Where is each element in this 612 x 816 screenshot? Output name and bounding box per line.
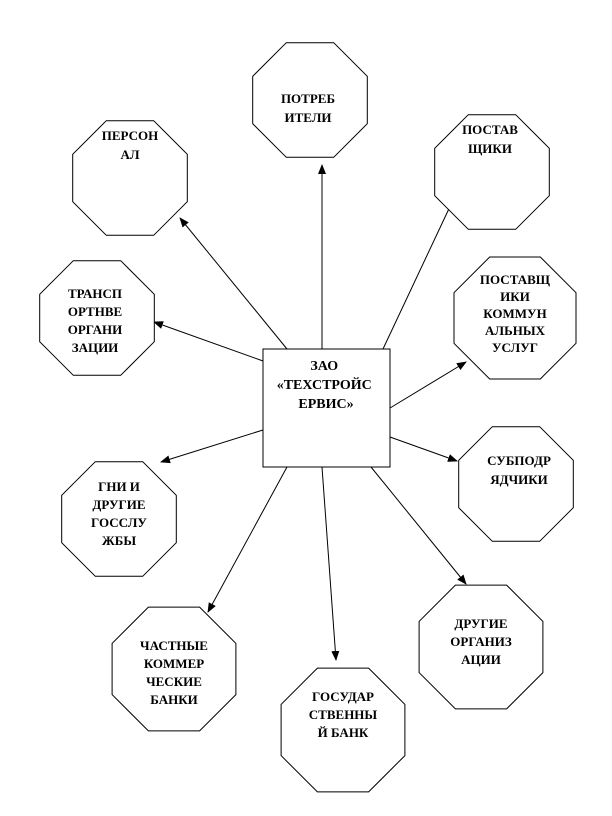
node-personnel: ПЕРСОН АЛ <box>72 120 188 236</box>
node-label: ЧАСТНЫЕ КОММЕР ЧЕСКИЕ БАНКИ <box>140 638 208 707</box>
node-label-line: ОРГАНИЗ <box>450 634 512 649</box>
node-label: ПОТРЕБ ИТЕЛИ <box>281 91 335 125</box>
node-label-line: СТВЕННЫ <box>309 707 378 722</box>
center-label-line: ЕРВИС» <box>298 397 353 412</box>
node-label-line: АЦИИ <box>461 652 501 667</box>
node-label-line: ОРГАНИ <box>68 322 123 337</box>
node-label: ГОСУДАР СТВЕННЫ Й БАНК <box>309 689 378 740</box>
node-gni: ГНИ И ДРУГИЕ ГОССЛУ ЖБЫ <box>61 461 177 577</box>
node-label-line: УСЛУГ <box>492 340 538 355</box>
arrow-to-utilities <box>389 361 467 409</box>
arrow-to-gni <box>160 429 264 464</box>
arrow-to-subcontractors <box>389 436 458 462</box>
node-label: ПЕРСОН АЛ <box>102 128 159 162</box>
node-label-line: ТРАНСП <box>68 286 122 301</box>
node-label: ТРАНСП ОРТНВЕ ОРГАНИ ЗАЦИИ <box>68 286 123 355</box>
octagon-shape <box>453 256 577 380</box>
octagon-shape <box>61 461 177 577</box>
node-suppliers: ПОСТАВ ЩИКИ <box>434 114 550 230</box>
node-label-line: КОММЕР <box>144 656 204 671</box>
node-label-line: ДРУГИЕ <box>454 616 507 631</box>
node-label-line: ГНИ И <box>98 479 140 494</box>
octagon-shape <box>418 584 544 710</box>
octagon-shape <box>434 114 550 230</box>
node-consumers: ПОТРЕБ ИТЕЛИ <box>252 42 368 158</box>
center-node: ЗАО «ТЕХСТРОЙС ЕРВИС» <box>262 348 391 468</box>
node-label: ПОСТАВЩ ИКИ КОММУН АЛЬНЫХ УСЛУГ <box>480 272 551 355</box>
node-label-line: ДРУГИЕ <box>92 497 145 512</box>
node-label: ДРУГИЕ ОРГАНИЗ АЦИИ <box>450 616 512 667</box>
arrow-to-personnel <box>179 217 288 350</box>
octagon-shape <box>72 120 188 236</box>
node-label-line: ЩИКИ <box>468 141 512 156</box>
arrow-to-suppliers <box>382 197 455 350</box>
node-private-banks: ЧАСТНЫЕ КОММЕР ЧЕСКИЕ БАНКИ <box>111 606 237 732</box>
center-box <box>262 348 391 468</box>
octagon-shape <box>39 260 155 376</box>
node-label-line: ЗАЦИИ <box>72 340 119 355</box>
node-label: СУБПОДР ЯДЧИКИ <box>487 453 551 487</box>
center-label-line: ЗАО <box>310 359 338 374</box>
node-utilities: ПОСТАВЩ ИКИ КОММУН АЛЬНЫХ УСЛУГ <box>453 256 577 380</box>
node-other-orgs: ДРУГИЕ ОРГАНИЗ АЦИИ <box>418 584 544 710</box>
node-label-line: Й БАНК <box>318 725 369 740</box>
node-label-line: ПОТРЕБ <box>281 91 335 106</box>
node-transport: ТРАНСП ОРТНВЕ ОРГАНИ ЗАЦИИ <box>39 260 155 376</box>
arrows-layer <box>153 164 467 661</box>
center-label-line: «ТЕХСТРОЙС <box>277 376 372 393</box>
node-label-line: ЧЕСКИЕ <box>146 674 202 689</box>
arrow-to-transport <box>153 321 264 362</box>
node-label-line: ПОСТАВЩ <box>480 272 551 287</box>
node-label-line: ПЕРСОН <box>102 128 159 143</box>
node-label-line: АЛЬНЫХ <box>485 323 546 338</box>
node-label: ГНИ И ДРУГИЕ ГОССЛУ ЖБЫ <box>91 479 147 548</box>
node-label-line: БАНКИ <box>150 692 197 707</box>
arrow-to-other-orgs <box>370 466 467 585</box>
octagon-shape <box>458 426 574 542</box>
node-label-line: СУБПОДР <box>487 453 551 468</box>
node-label-line: КОММУН <box>483 306 546 321</box>
node-label-line: ОРТНВЕ <box>68 304 122 319</box>
octagon-shape <box>280 667 406 793</box>
octagon-shape <box>111 606 237 732</box>
arrow-to-state-bank <box>321 466 340 661</box>
arrow-to-private-banks <box>207 466 288 613</box>
node-subcontractors: СУБПОДР ЯДЧИКИ <box>458 426 574 542</box>
node-state-bank: ГОСУДАР СТВЕННЫ Й БАНК <box>280 667 406 793</box>
node-label-line: ПОСТАВ <box>462 122 518 137</box>
node-label-line: ЧАСТНЫЕ <box>140 638 208 653</box>
node-label-line: ГОССЛУ <box>91 515 147 530</box>
node-label-line: ИКИ <box>500 289 530 304</box>
center-label: ЗАО «ТЕХСТРОЙС ЕРВИС» <box>277 359 376 412</box>
node-label: ПОСТАВ ЩИКИ <box>462 122 518 156</box>
node-label-line: ГОСУДАР <box>312 689 374 704</box>
node-label-line: ЖБЫ <box>102 533 136 548</box>
node-label-line: ИТЕЛИ <box>284 110 331 125</box>
node-label-line: АЛ <box>120 147 139 162</box>
node-label-line: ЯДЧИКИ <box>490 472 548 487</box>
octagon-shape <box>252 42 368 158</box>
